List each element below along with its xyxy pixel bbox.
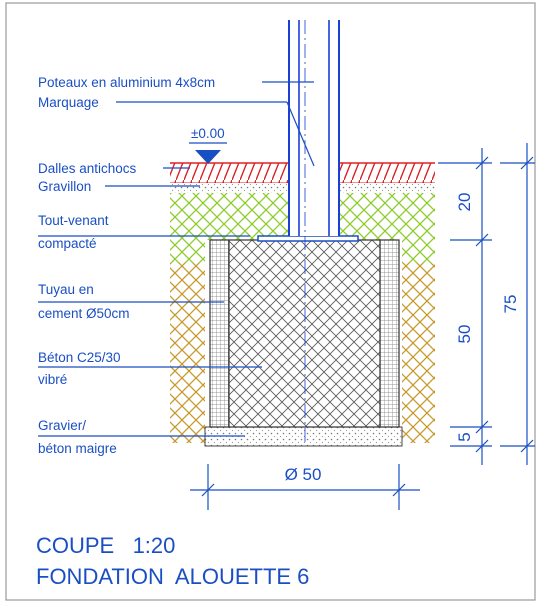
label-gravillon: Gravillon (38, 179, 91, 194)
label-tuyau-1: Tuyau en (38, 282, 94, 297)
label-dalles: Dalles antichocs (38, 161, 137, 176)
label-beton-2: vibré (38, 372, 67, 387)
pipe-wall-right (379, 239, 400, 428)
pipe-wall-left (209, 239, 230, 428)
dim-50: 50 (455, 325, 474, 344)
label-tuyau-2: cement Ø50cm (38, 306, 130, 321)
label-gravier-2: béton maigre (38, 441, 117, 456)
level-marker-icon (195, 150, 221, 164)
level-label: ±0.00 (191, 126, 225, 141)
dim-diameter: Ø 50 (285, 465, 322, 484)
label-tout-venant-1: Tout-venant (38, 213, 109, 228)
base-plate (257, 235, 359, 242)
dim-5: 5 (455, 432, 474, 441)
title-fondation: FONDATION ALOUETTE 6 (36, 564, 309, 589)
drawing-frame (5, 2, 536, 601)
title-coupe: COUPE 1:20 (36, 533, 175, 558)
dimension-diameter (190, 464, 420, 510)
beton-core (228, 239, 381, 428)
label-poteaux: Poteaux en aluminium 4x8cm (38, 75, 215, 90)
dimension-overall-vertical (500, 143, 535, 465)
label-gravier-1: Gravier/ (38, 418, 86, 433)
dim-20: 20 (455, 193, 474, 212)
dim-75: 75 (501, 295, 520, 314)
dimension-chain-vertical (438, 148, 492, 465)
label-beton-1: Béton C25/30 (38, 350, 121, 365)
label-tout-venant-2: compacté (38, 236, 97, 251)
label-marquage: Marquage (38, 95, 99, 110)
